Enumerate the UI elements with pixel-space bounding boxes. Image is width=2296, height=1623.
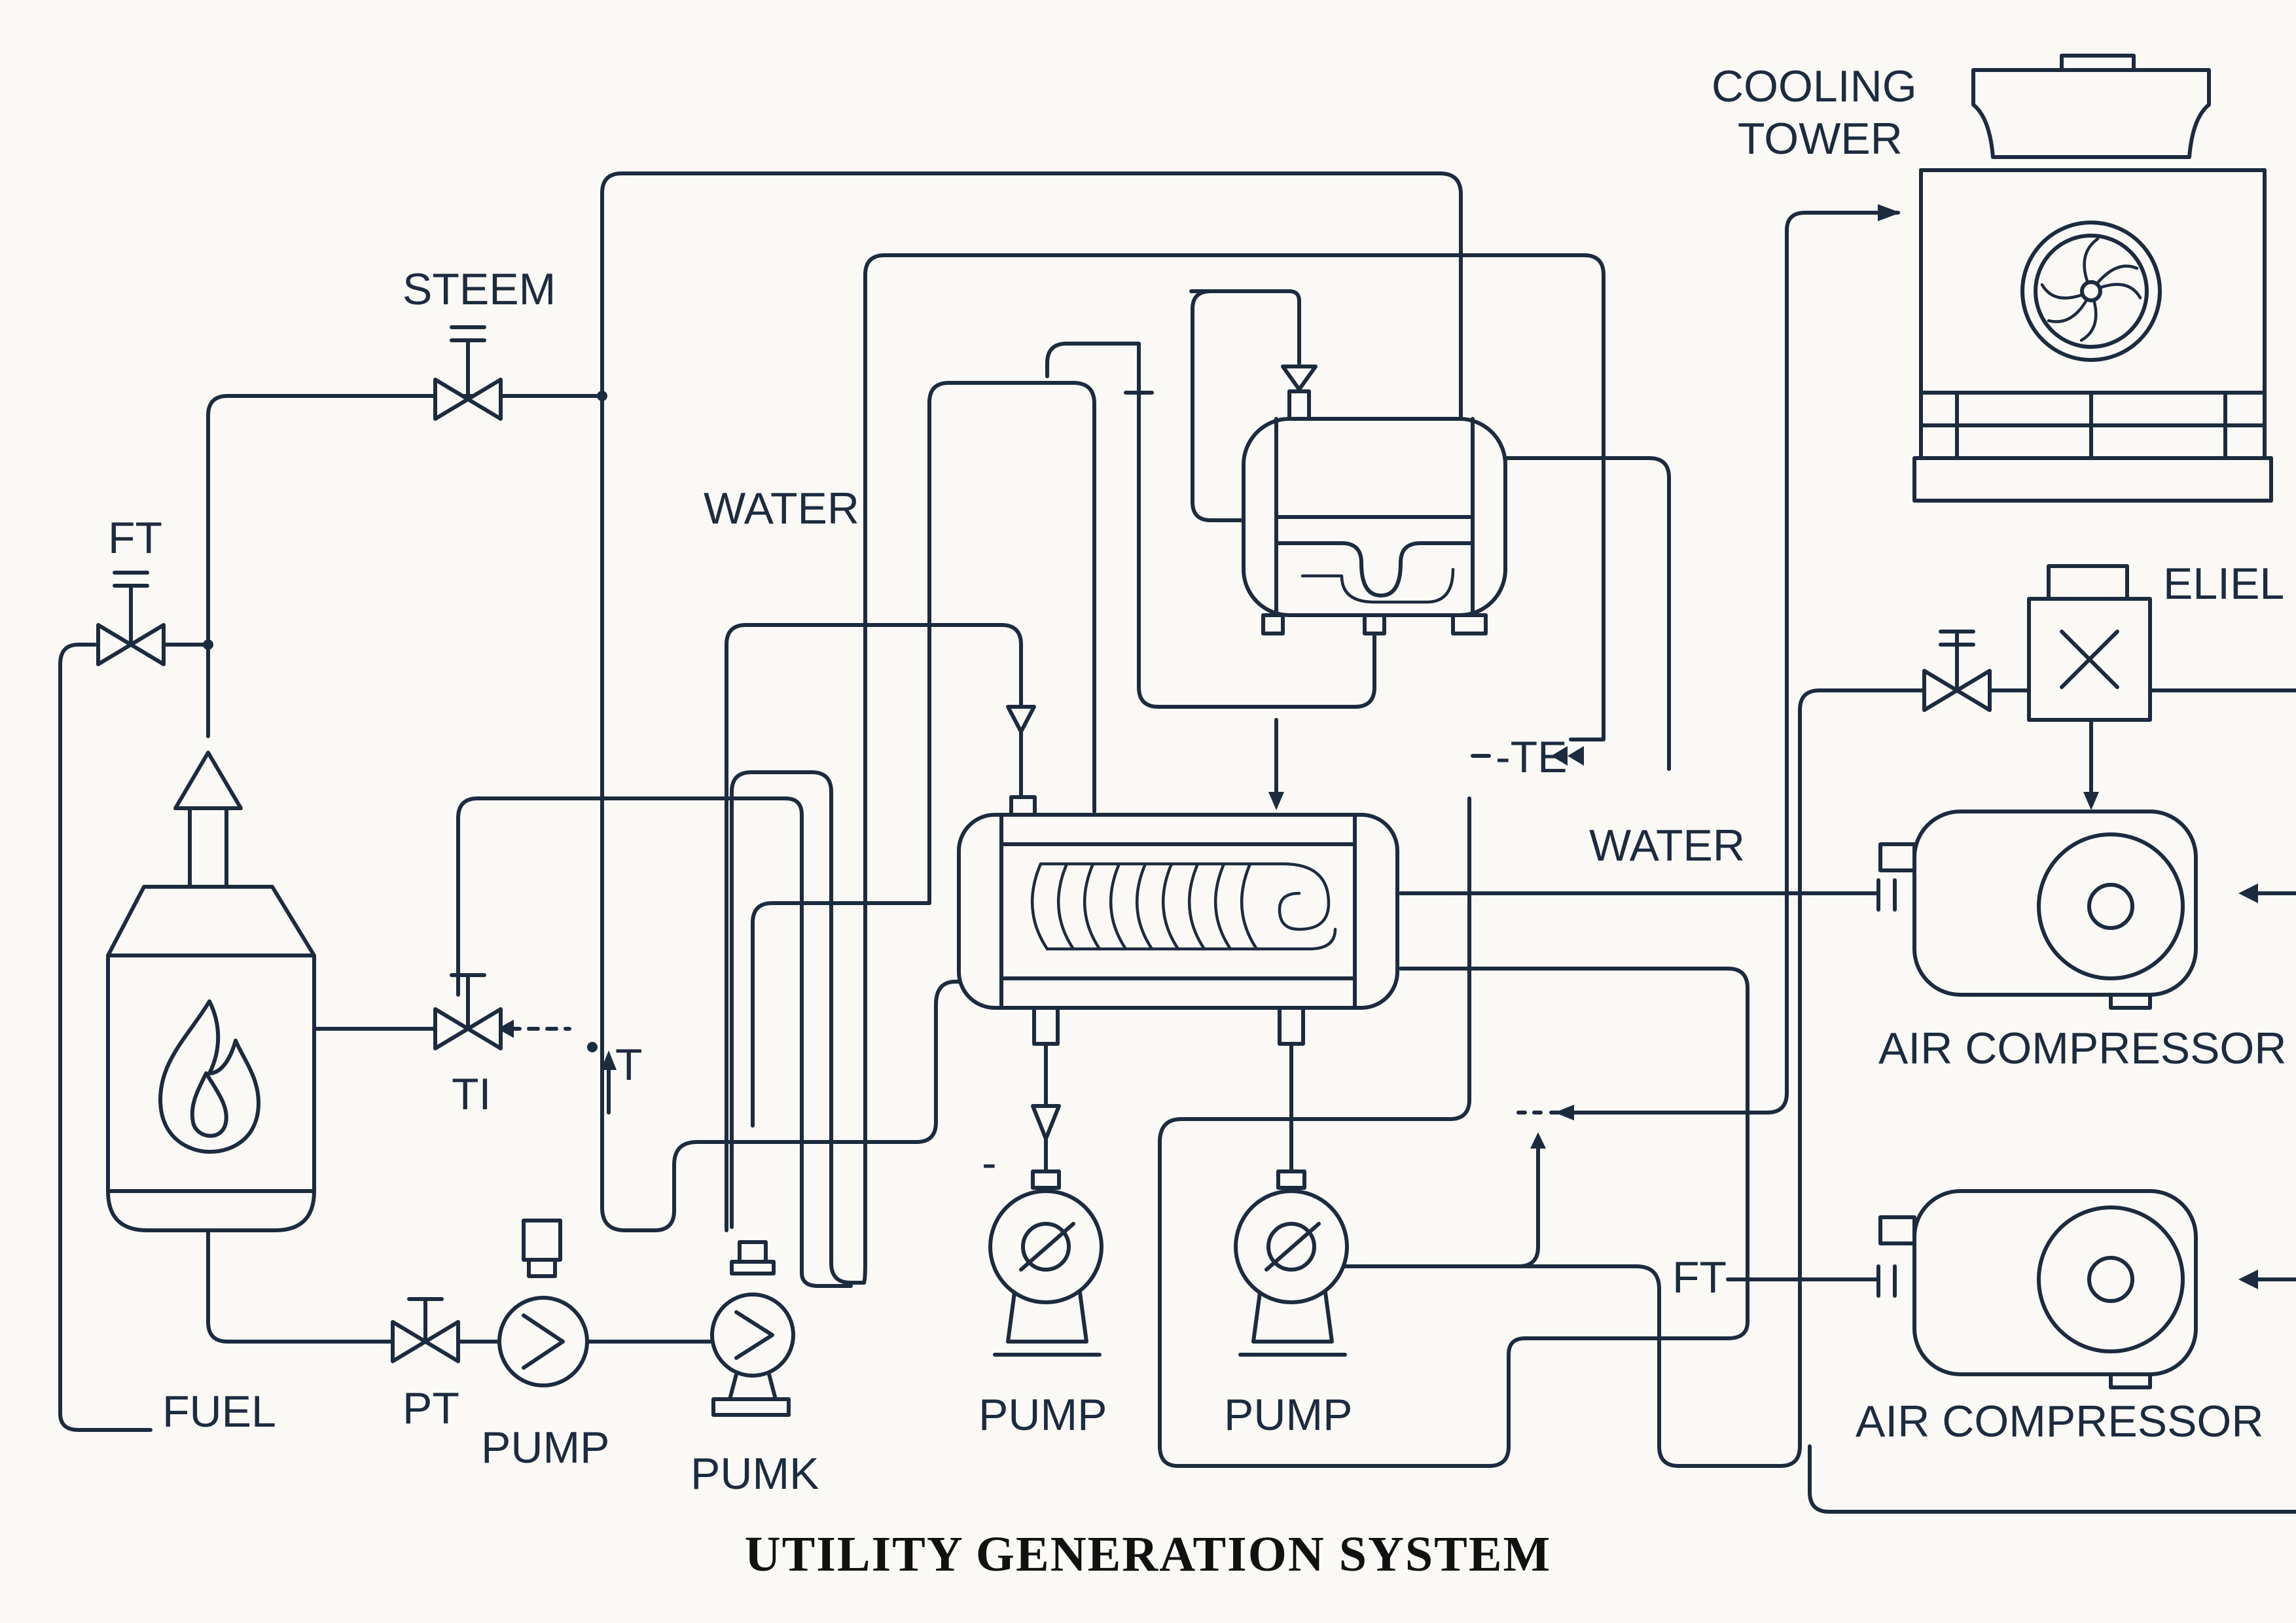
heat-exchanger	[957, 705, 1399, 1173]
compressor-header-pipe	[1340, 688, 1926, 1468]
t-label: T	[615, 1040, 643, 1090]
cooling-tower-label: TOWER	[1738, 114, 1903, 164]
air-compressor-label: AIR COMPRESSOR	[1878, 1024, 2286, 1073]
ti-label: TI	[452, 1069, 491, 1119]
arrow-down-icon	[1268, 792, 1284, 810]
boiler-to-pt-pipe	[206, 1228, 395, 1344]
ti-valve	[433, 973, 503, 1050]
pt-valve	[391, 1297, 460, 1363]
steam-line	[206, 394, 604, 738]
bottom-return-pipe	[1808, 1444, 2296, 1514]
arrow-right-icon	[1878, 204, 1901, 221]
flame-icon	[158, 999, 260, 1154]
te-label: -TE	[1496, 732, 1568, 782]
pump-3	[988, 1169, 1103, 1357]
tank-baffle	[1274, 515, 1475, 597]
arrow-left-icon	[1568, 746, 1584, 766]
tick-marker	[1124, 381, 1154, 404]
air-compressor-1	[1876, 810, 2198, 1010]
cooling-tower	[1912, 54, 2273, 503]
mid-loop-pipe-a	[730, 770, 866, 1285]
cooling-tower-label: COOLING	[1712, 62, 1917, 111]
ft-label: FT	[1672, 1253, 1727, 1302]
eliel-label: ELIEL	[2163, 559, 2284, 609]
pump-label: PUMP	[481, 1423, 609, 1472]
pt-label: PT	[403, 1383, 459, 1433]
labels: COOLING TOWER STEEM FT WATER -TE WATER E…	[108, 62, 2286, 1582]
steem-label: STEEM	[403, 264, 556, 314]
arrow-left-icon	[2238, 883, 2258, 903]
air-compressor-2	[1876, 1189, 2198, 1389]
boiler-body	[106, 885, 316, 1232]
boiler-stack	[188, 806, 228, 889]
arrow-left-icon	[1554, 1105, 1574, 1120]
water-return-pipe	[1503, 456, 1671, 771]
junction-dot	[587, 1042, 598, 1052]
pump-1	[497, 1219, 589, 1387]
cooling-tower-pipe	[1549, 211, 1900, 1115]
inlet-marker-icon	[1006, 705, 1036, 734]
arrow-up-icon	[1530, 1132, 1546, 1149]
diagram-title: UTILITY GENERATION SYSTEM	[745, 1527, 1552, 1582]
dash-label: -	[982, 1138, 997, 1188]
tank-feed-pipe	[927, 381, 1096, 905]
flame-inner-icon	[190, 1071, 228, 1138]
ft-label: FT	[108, 513, 162, 563]
water-feed-pipe	[725, 623, 1023, 1232]
upper-tank	[1242, 365, 1507, 635]
tank-loop-pipe	[1191, 289, 1288, 522]
outer-loop-pipe	[862, 253, 1605, 1285]
arrow-left-icon	[497, 1020, 514, 1038]
pump-to-exchanger-pipe	[751, 901, 931, 1128]
exchanger-coil	[1030, 862, 1259, 951]
fuel-label: FUEL	[162, 1387, 276, 1436]
arrow-left-icon	[1551, 746, 1568, 766]
water-label: WATER	[1589, 821, 1745, 870]
pump-to-control-pipe	[1340, 1140, 1540, 1268]
pump-2	[710, 1240, 795, 1417]
pump-label: PUMP	[1224, 1390, 1352, 1440]
ti-loop-pipe	[456, 796, 853, 1288]
compressor-valve	[1922, 630, 1992, 712]
tank-return-pipe	[1045, 342, 1376, 709]
junction-dot	[203, 639, 213, 650]
pump-4	[1234, 1169, 1349, 1357]
exchanger-coil-bends	[1039, 862, 1337, 951]
top-loop-pipe	[600, 171, 1463, 421]
fuel-line	[58, 643, 152, 1432]
junction-dot	[597, 391, 607, 401]
steam-valve	[433, 325, 503, 421]
exchanger-return-pipe	[1158, 796, 1749, 1468]
valves	[96, 325, 1992, 1363]
arrow-up-icon	[601, 1050, 617, 1070]
boiler	[106, 751, 316, 1232]
tank-coil	[1300, 567, 1455, 604]
arrow-left-icon	[2238, 1270, 2258, 1289]
pump-label: PUMK	[691, 1449, 819, 1499]
left-return-pipe	[600, 394, 964, 1232]
arrow-down-icon	[2083, 792, 2099, 810]
tank-inlet-pipe	[1189, 289, 1301, 365]
tank-inlet-icon	[1281, 365, 1318, 391]
water-label: WATER	[704, 484, 859, 533]
fan-blades	[2040, 237, 2142, 342]
filter-box	[2027, 564, 2152, 722]
outlet-marker-icon	[1031, 1104, 1061, 1141]
ft-valve	[96, 571, 166, 666]
piping	[58, 171, 2296, 1514]
boiler-vent	[173, 751, 243, 810]
pump-label: PUMP	[978, 1390, 1107, 1440]
air-compressor-label: AIR COMPRESSOR	[1856, 1397, 2263, 1446]
